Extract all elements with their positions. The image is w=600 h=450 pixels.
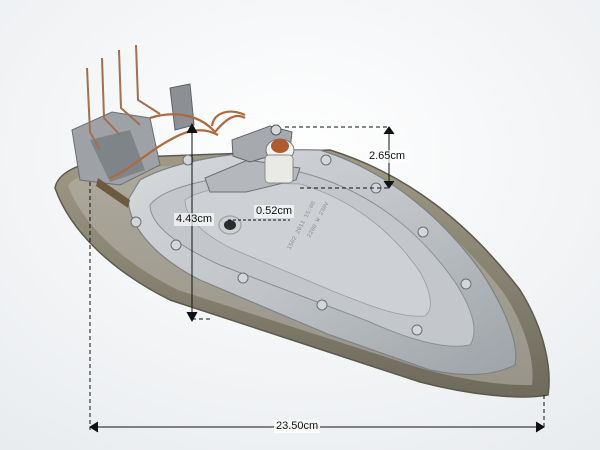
height-dimension-label: 2.65cm [367,150,408,163]
depth-dimension-label: 4.43cm [174,213,215,226]
hole-dimension-label: 0.52cm [254,205,295,218]
sensor-probe [96,178,130,208]
terminal-block [71,83,195,186]
heating-body: 1502 2011 15:00 2200 W 230V [127,149,517,376]
thermostat-wire [109,110,246,180]
thermostat [204,124,301,193]
length-dimension-label: 23.50cm [274,420,321,433]
screws [130,154,472,336]
terminal-pins [86,44,161,151]
